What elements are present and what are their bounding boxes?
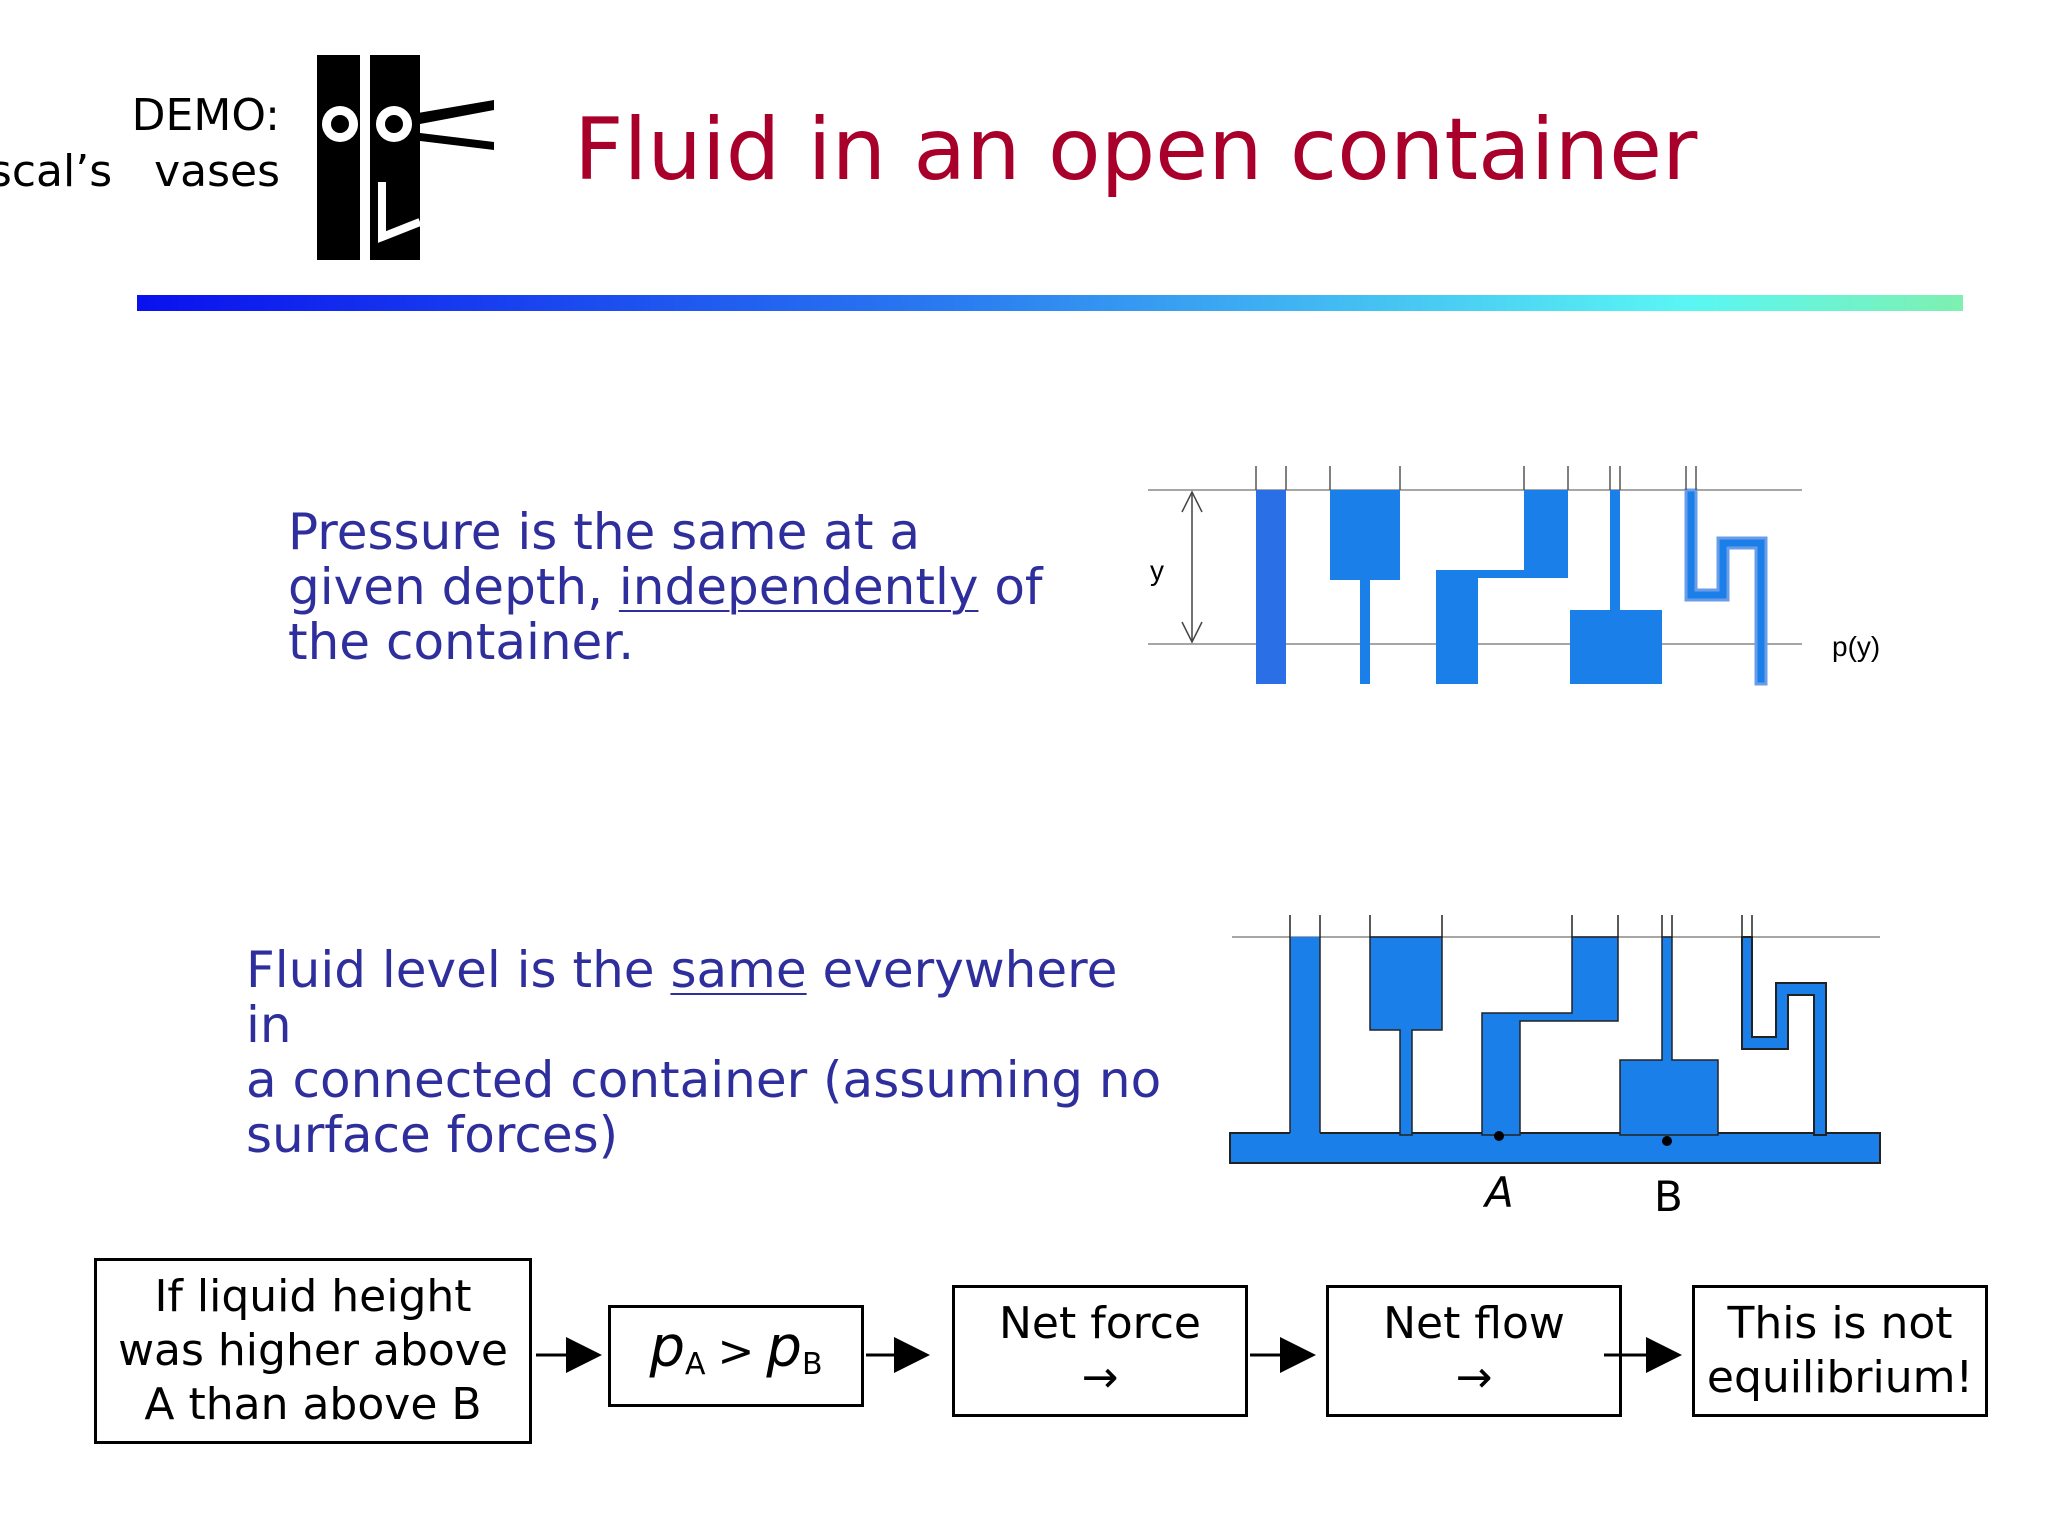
conclusion-line-2: equilibrium! — [1706, 1352, 1974, 1403]
net-flow-arrow: → — [1455, 1352, 1493, 1403]
point-a-label: A — [1482, 1168, 1514, 1217]
fluid-line-1: Fluid level is the same everywhere in — [246, 943, 1166, 1053]
condition-line-3: A than above B — [144, 1379, 482, 1430]
flow-box-net-force: Net force → — [952, 1285, 1248, 1417]
flow-box-condition: If liquid height was higher above A than… — [94, 1258, 532, 1444]
pressure-inequality: pA>pB — [649, 1319, 823, 1392]
pressure-line-2-pre: given depth, — [288, 558, 619, 616]
point-a-marker — [1494, 1131, 1504, 1141]
net-flow-label: Net flow — [1383, 1298, 1565, 1349]
condition-line-1: If liquid height — [154, 1271, 472, 1322]
pressure-sub-b: B — [801, 1346, 823, 1382]
fluid-line-1-post: everywhere in — [246, 941, 1118, 1054]
net-force-label: Net force — [998, 1298, 1202, 1349]
condition-line-2: was higher above — [118, 1325, 508, 1376]
pressure-symbol-a: p — [649, 1314, 685, 1380]
pressure-line-2: given depth, independently of — [288, 560, 1128, 615]
point-b-marker — [1662, 1136, 1672, 1146]
pressure-line-1: Pressure is the same at a — [288, 503, 921, 561]
point-b-label: B — [1654, 1172, 1683, 1221]
pressure-line-2-post: of — [978, 558, 1043, 616]
vases-pressure-diagram: y p(y) — [1148, 466, 1880, 686]
pressure-paragraph: Pressure is the same at a given depth, i… — [288, 505, 1128, 670]
conclusion-line-1: This is not — [1727, 1298, 1953, 1349]
demo-line-2: ascal’s vases — [0, 146, 280, 197]
y-axis-label: y — [1150, 555, 1164, 586]
demo-line-1: DEMO: — [131, 90, 280, 141]
net-force-arrow: → — [1081, 1352, 1119, 1403]
fluid-line-1-pre: Fluid level is the — [246, 941, 671, 999]
fluid-line-1-underlined: same — [670, 941, 807, 999]
flow-box-conclusion: This is not equilibrium! — [1692, 1285, 1988, 1417]
fluid-line-3: surface forces) — [246, 1106, 619, 1164]
flow-arrows — [536, 1337, 1682, 1373]
greater-than: > — [717, 1325, 755, 1377]
demo-label: DEMO: ascal’s vases — [0, 88, 280, 200]
flow-box-net-flow: Net flow → — [1326, 1285, 1622, 1417]
pressure-label: p(y) — [1832, 631, 1880, 662]
connected-vessels-diagram: A B — [1229, 915, 1881, 1221]
page-title: Fluid in an open container — [574, 100, 1698, 200]
pressure-line-3: the container. — [288, 613, 635, 671]
fluid-level-paragraph: Fluid level is the same everywhere in a … — [246, 943, 1166, 1163]
pressure-symbol-b: p — [766, 1314, 802, 1380]
pascal-face-icon — [317, 55, 494, 260]
title-divider — [137, 295, 1963, 311]
fluid-line-2: a connected container (assuming no — [246, 1051, 1162, 1109]
flow-box-pressure: pA>pB — [608, 1305, 864, 1407]
pressure-sub-a: A — [685, 1346, 706, 1382]
pressure-line-2-underlined: independently — [618, 558, 979, 616]
